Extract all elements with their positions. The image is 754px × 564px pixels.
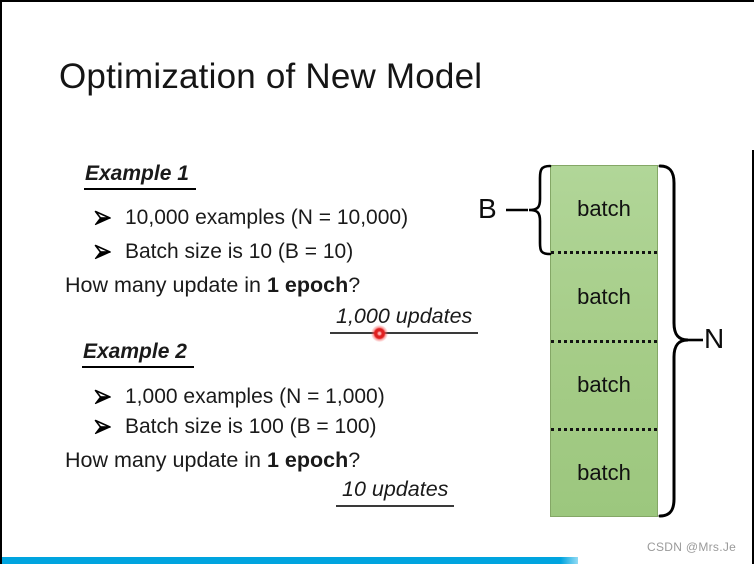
csdn-watermark: CSDN @Mrs.Je (647, 540, 737, 554)
example1-bullet-1: 10,000 examples (N = 10,000) (94, 206, 408, 230)
example1-heading: Example 1 (84, 162, 196, 190)
arrow-bullet-icon (94, 244, 112, 260)
batch-size-label: B (478, 193, 497, 224)
example2-bullet-2: Batch size is 100 (B = 100) (94, 415, 377, 439)
batch-cell: batch (551, 251, 657, 339)
example2-heading: Example 2 (82, 340, 194, 368)
footer-progress-bar (2, 557, 578, 564)
slide-right-border (752, 150, 754, 564)
example2-question: How many update in 1 epoch? (65, 448, 360, 473)
arrow-bullet-icon (94, 210, 112, 226)
batch-diagram: batch batch batch batch (550, 165, 658, 517)
example1-bullet-2: Batch size is 10 (B = 10) (94, 240, 353, 264)
laser-pointer-dot (371, 325, 388, 342)
arrow-bullet-icon (94, 389, 112, 405)
question-bold: 1 epoch (266, 448, 349, 472)
bullet-text: 10,000 examples (N = 10,000) (125, 206, 409, 229)
question-bold: 1 epoch (266, 273, 349, 297)
batch-cell: batch (577, 195, 631, 221)
question-suffix: ? (348, 273, 361, 297)
batch-cell: batch (551, 427, 657, 516)
question-prefix: How many update in (65, 448, 267, 472)
example1-question: How many update in 1 epoch? (65, 273, 360, 298)
question-prefix: How many update in (65, 273, 267, 297)
example2-bullet-1: 1,000 examples (N = 1,000) (94, 385, 385, 409)
bullet-text: Batch size is 10 (B = 10) (125, 240, 354, 263)
bullet-text: Batch size is 100 (B = 100) (125, 415, 377, 438)
example2-answer: 10 updates (336, 477, 455, 507)
slide-title: Optimization of New Model (59, 57, 483, 96)
question-suffix: ? (348, 448, 361, 472)
batch-cell: batch (551, 339, 657, 428)
example1-answer: 1,000 updates (330, 304, 479, 334)
bullet-text: 1,000 examples (N = 1,000) (125, 385, 385, 408)
dataset-size-label: N (704, 323, 725, 354)
arrow-bullet-icon (94, 419, 112, 435)
